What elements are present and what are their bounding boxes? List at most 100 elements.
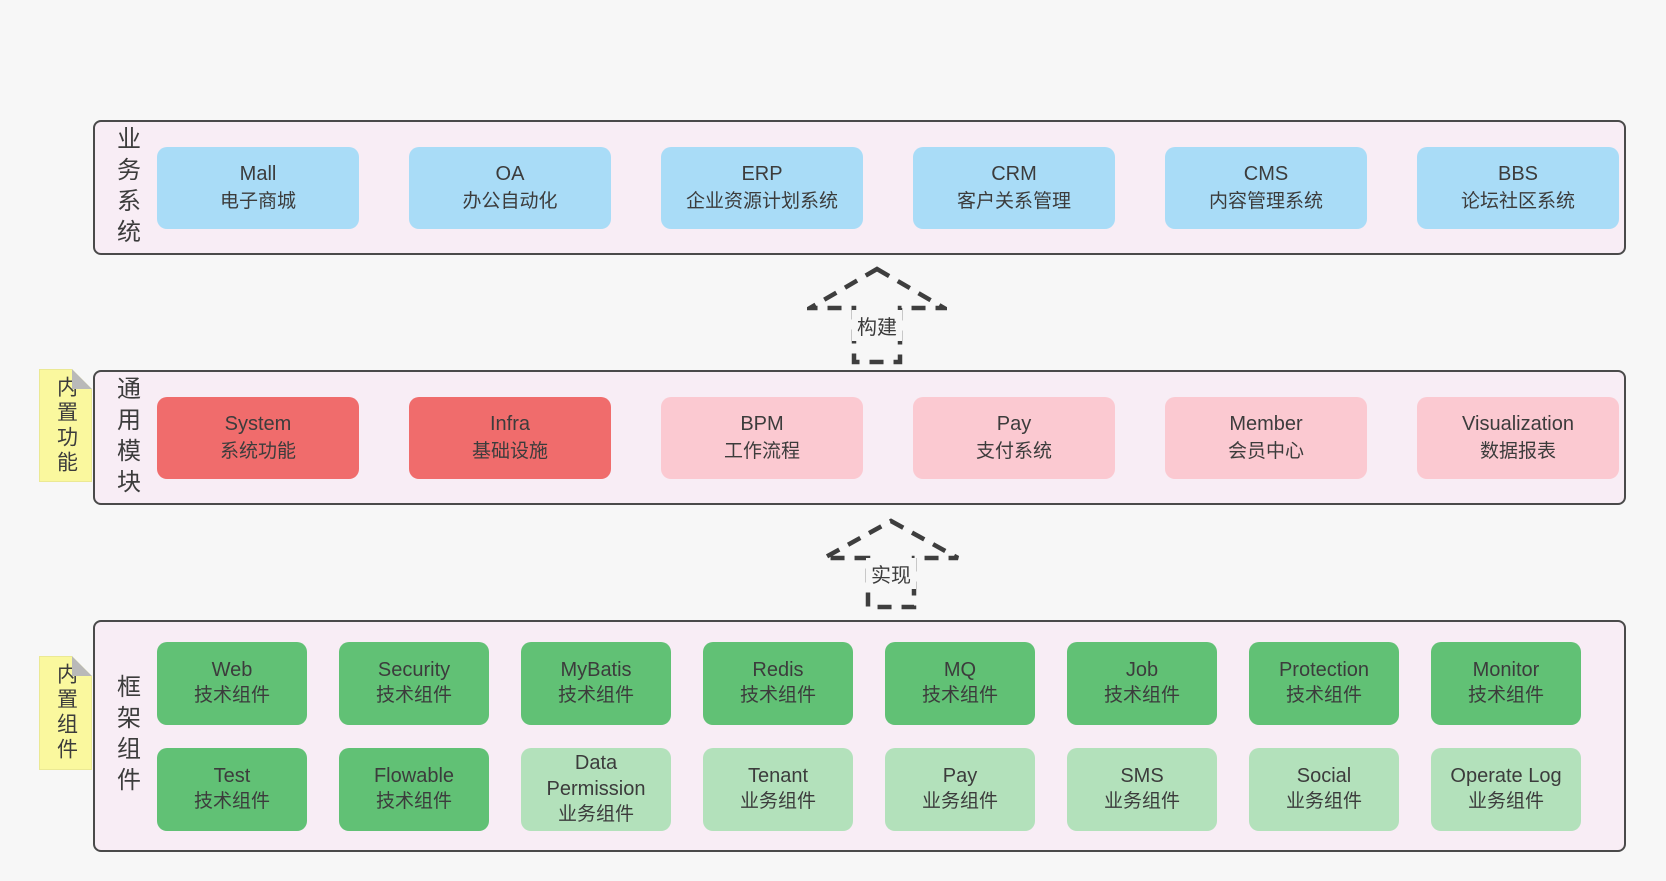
box-subtitle: 技术组件 xyxy=(557,685,634,706)
box-subtitle: 技术组件 xyxy=(1467,685,1544,706)
panel-label-business-systems: 业务系统 xyxy=(112,125,140,250)
box-title: Redis xyxy=(752,659,804,681)
box-title: Member xyxy=(1229,412,1303,435)
box-subtitle: 办公自动化 xyxy=(462,190,558,212)
box-title: System xyxy=(224,412,292,435)
arrow-implement: 实现 xyxy=(821,518,961,610)
box-job: Job 技术组件 xyxy=(1067,641,1217,725)
box-subtitle: 技术组件 xyxy=(1103,685,1180,706)
box-erp: ERP 企业资源计划系统 xyxy=(661,146,863,229)
box-subtitle: 论坛社区系统 xyxy=(1460,190,1575,212)
box-title: SMS xyxy=(1120,765,1164,787)
box-data-permission: Data Permission 业务组件 xyxy=(521,747,671,831)
box-subtitle: 电子商城 xyxy=(219,190,296,212)
note-built-in-components: 内置组件 xyxy=(39,656,92,770)
box-subtitle: 业务组件 xyxy=(921,791,998,812)
note-built-in-components-label: 内置组件 xyxy=(54,663,78,763)
box-title: Monitor xyxy=(1472,659,1540,681)
box-mybatis: MyBatis 技术组件 xyxy=(521,641,671,725)
box-bbs: BBS 论坛社区系统 xyxy=(1417,146,1619,229)
box-mq: MQ 技术组件 xyxy=(885,641,1035,725)
box-security: Security 技术组件 xyxy=(339,641,489,725)
box-subtitle: 工作流程 xyxy=(723,440,800,462)
box-subtitle: 基础设施 xyxy=(471,440,548,462)
box-redis: Redis 技术组件 xyxy=(703,641,853,725)
box-title: Test xyxy=(213,765,251,787)
box-mall: Mall 电子商城 xyxy=(157,146,359,229)
box-protection: Protection 技术组件 xyxy=(1249,641,1399,725)
box-subtitle: 技术组件 xyxy=(739,685,816,706)
box-test: Test 技术组件 xyxy=(157,747,307,831)
box-subtitle: 技术组件 xyxy=(375,685,452,706)
box-bpm: BPM 工作流程 xyxy=(661,396,863,479)
box-subtitle: 支付系统 xyxy=(975,440,1052,462)
folded-corner-icon xyxy=(72,369,92,389)
box-subtitle: 企业资源计划系统 xyxy=(685,190,838,212)
box-title: Infra xyxy=(489,412,531,435)
box-title: Mall xyxy=(239,162,277,185)
box-title: BPM xyxy=(740,412,784,435)
box-subtitle: 技术组件 xyxy=(921,685,998,706)
box-title: Visualization xyxy=(1462,412,1574,435)
box-subtitle: 业务组件 xyxy=(1467,791,1544,812)
up-block-arrow-icon xyxy=(822,518,960,610)
box-title: Web xyxy=(211,659,253,681)
box-subtitle: 业务组件 xyxy=(557,804,634,825)
box-title: Flowable xyxy=(373,765,455,787)
box-subtitle: 技术组件 xyxy=(1285,685,1362,706)
folded-corner-icon xyxy=(72,656,92,676)
box-pay: Pay 业务组件 xyxy=(885,747,1035,831)
box-subtitle: 数据报表 xyxy=(1479,440,1556,462)
box-title: Protection xyxy=(1278,659,1370,681)
box-subtitle: 技术组件 xyxy=(193,791,270,812)
box-title: Job xyxy=(1125,659,1159,681)
arrow-build-label: 构建 xyxy=(852,309,902,341)
box-subtitle: 内容管理系统 xyxy=(1208,190,1323,212)
box-member: Member 会员中心 xyxy=(1165,396,1367,479)
panel-label-common-modules: 通用模块 xyxy=(112,375,140,500)
note-built-in-features-label: 内置功能 xyxy=(54,375,78,476)
arrow-build: 构建 xyxy=(807,266,947,365)
box-cms: CMS 内容管理系统 xyxy=(1165,146,1367,229)
box-title: BBS xyxy=(1497,162,1539,185)
up-block-arrow-icon xyxy=(807,266,947,365)
box-sms: SMS 业务组件 xyxy=(1067,747,1217,831)
box-title: Data Permission xyxy=(546,752,646,800)
box-infra: Infra 基础设施 xyxy=(409,396,611,479)
box-subtitle: 客户关系管理 xyxy=(956,190,1071,212)
box-title: MQ xyxy=(943,659,977,681)
arrow-implement-label: 实现 xyxy=(866,558,916,590)
box-title: ERP xyxy=(741,162,783,185)
box-title: Pay xyxy=(942,765,978,787)
box-title: Tenant xyxy=(747,765,809,787)
panel-label-framework-components: 框架组件 xyxy=(112,674,140,798)
box-title: Security xyxy=(377,659,451,681)
box-subtitle: 业务组件 xyxy=(1103,791,1180,812)
note-built-in-features: 内置功能 xyxy=(39,369,92,482)
box-title: MyBatis xyxy=(560,659,632,681)
box-monitor: Monitor 技术组件 xyxy=(1431,641,1581,725)
box-subtitle: 会员中心 xyxy=(1227,440,1304,462)
box-title: Social xyxy=(1296,765,1352,787)
box-title: CMS xyxy=(1243,162,1289,185)
box-title: Pay xyxy=(996,412,1032,435)
